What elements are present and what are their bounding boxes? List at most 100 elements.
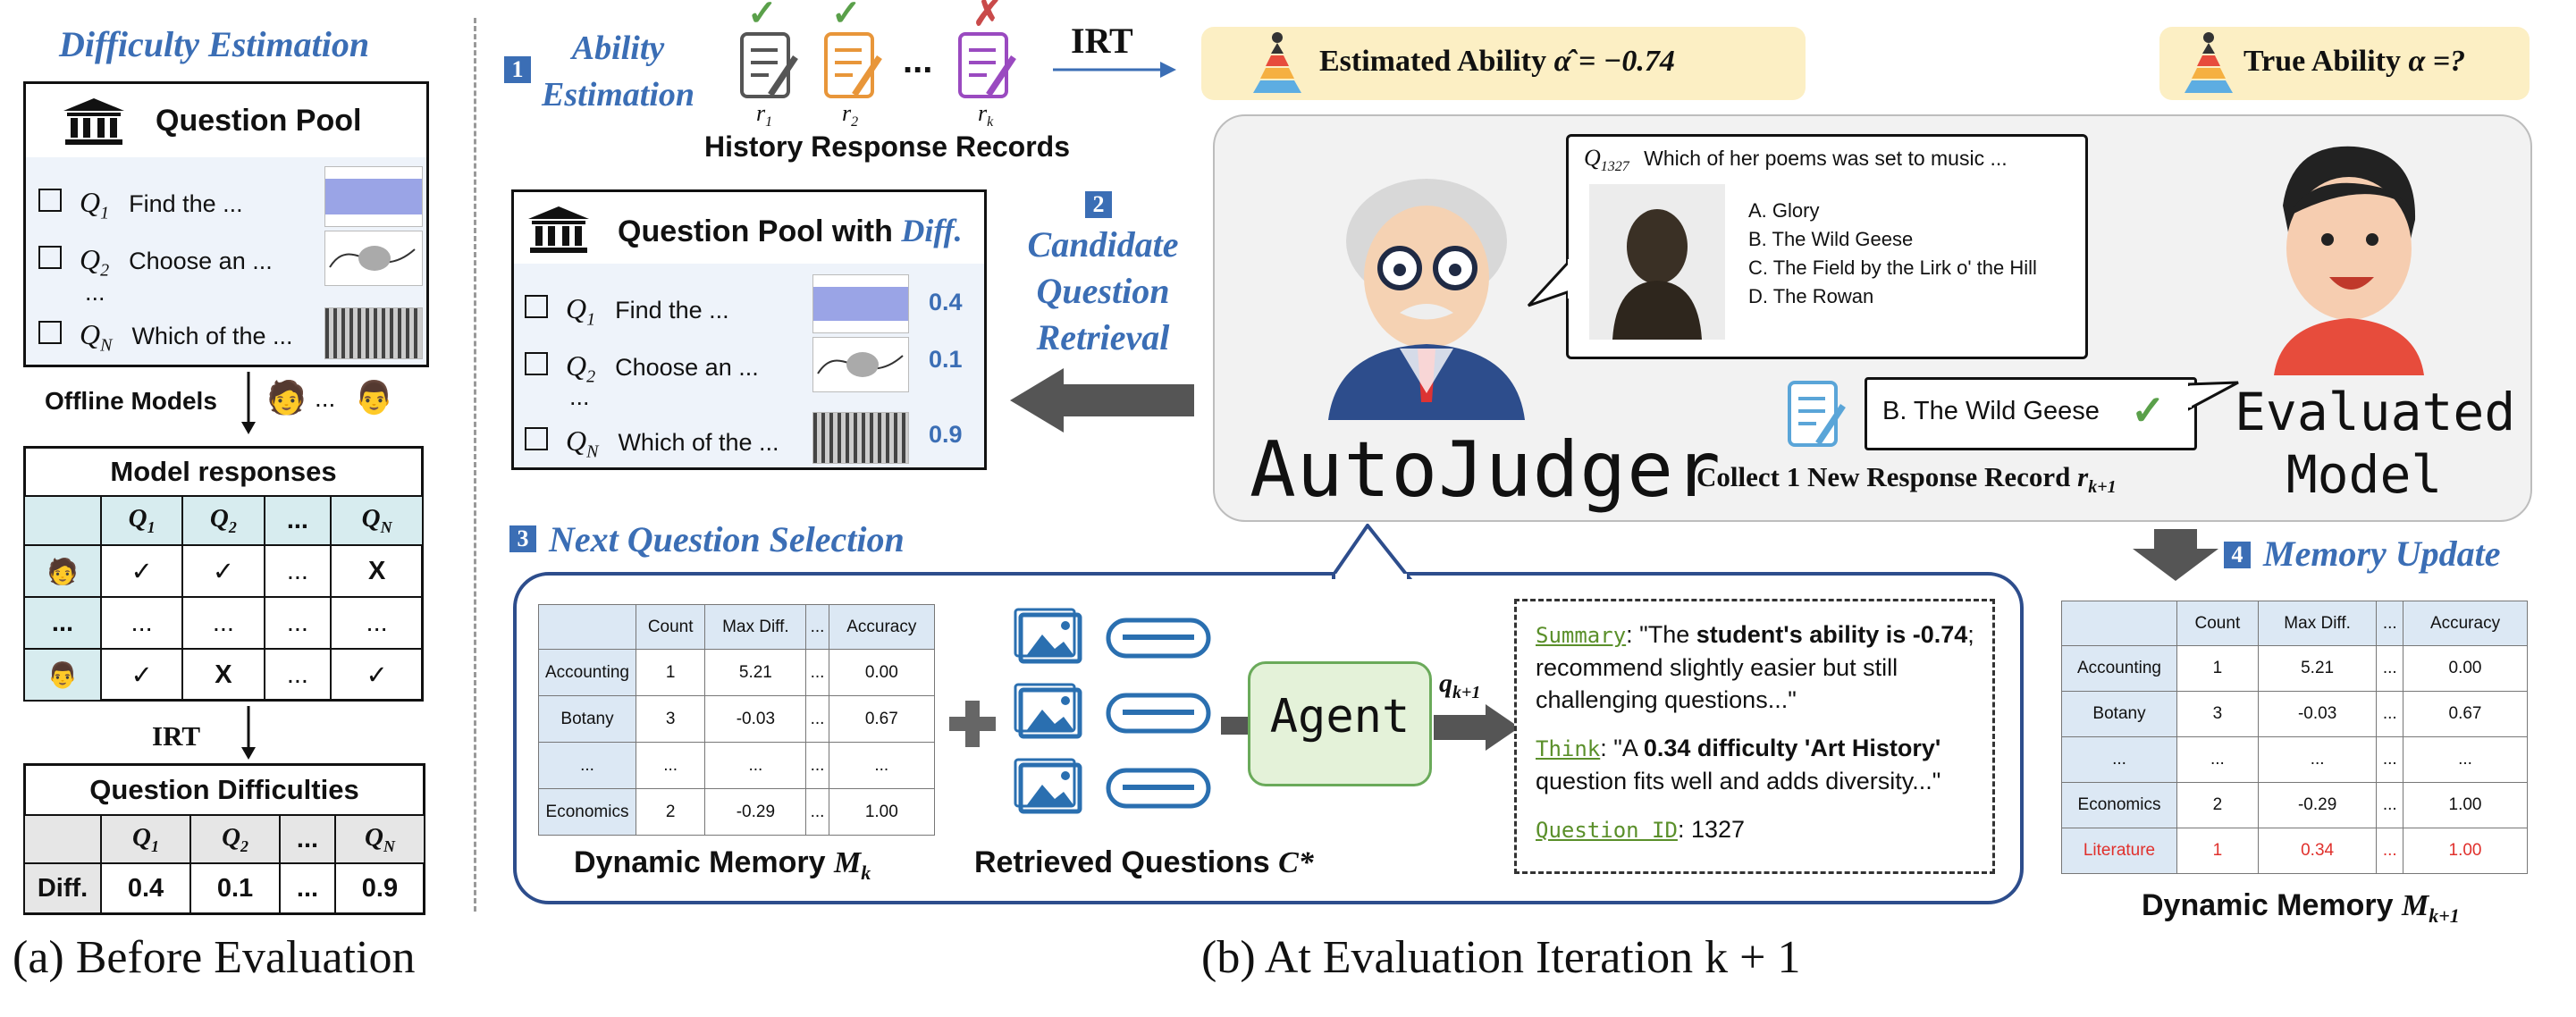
checkbox-icon xyxy=(38,321,62,344)
retrieval-arrow-icon xyxy=(1010,365,1198,441)
record-icon-3 xyxy=(956,30,1019,110)
collect-record-label: Collect 1 New Response Record rk+1 xyxy=(1696,461,2117,498)
model-responses-box: Model responses Q1 Q2 ... QN 🧑 ✓✓...X ..… xyxy=(23,446,424,702)
arrow-down-icon xyxy=(240,706,257,768)
answer-bubble xyxy=(1865,377,2197,450)
judger-avatar xyxy=(1310,161,1543,424)
step-2-badge: 2 xyxy=(1085,191,1112,218)
diff-value: 0.4 xyxy=(929,289,963,315)
checkbox-icon xyxy=(525,352,548,375)
bubble-question-text: Q1327 Which of her poems was set to musi… xyxy=(1584,145,2008,175)
estimated-ability-banner xyxy=(1201,27,1806,100)
check-icon: ✓ xyxy=(747,0,778,33)
robot-avatar-icon: 🧑 xyxy=(23,544,102,598)
record-label-1: r1 xyxy=(756,100,773,130)
question-id-line: Question ID: 1327 xyxy=(1536,816,1746,843)
question-pool-title: Question Pool xyxy=(156,104,362,138)
arrow-right-icon xyxy=(1434,704,1523,755)
agent-label: Agent xyxy=(1269,690,1410,744)
records-dots: ... xyxy=(903,41,933,80)
step-3-badge: 3 xyxy=(509,525,536,552)
check-icon: ✓ xyxy=(831,0,862,33)
responses-table: Q1 Q2 ... QN 🧑 ✓✓...X ... ............ 👨… xyxy=(23,495,424,702)
evaluated-model-avatar xyxy=(2256,134,2435,380)
summary-line: Summary: "The student's ability is -0.74… xyxy=(1536,621,1974,713)
plus-icon xyxy=(949,701,996,752)
caption-a: (a) Before Evaluation xyxy=(13,932,416,983)
updated-memory-label: Dynamic Memory Mk+1 xyxy=(2142,888,2460,927)
checkbox-icon xyxy=(38,246,62,269)
chart-thumbnail xyxy=(812,274,909,333)
bust-image xyxy=(1589,184,1725,340)
cross-icon: ✗ xyxy=(972,0,1003,33)
agent-output-box xyxy=(1514,599,1995,874)
bank-icon xyxy=(526,205,591,255)
pyramid-icon xyxy=(1250,30,1305,99)
bubble-options: A. Glory B. The Wild Geese C. The Field … xyxy=(1748,199,2037,307)
think-line: Think: "A 0.34 difficulty 'Art History' … xyxy=(1536,735,1941,794)
header-qn: QN xyxy=(330,495,424,546)
robot-avatar-icon: 👨 xyxy=(23,648,102,702)
irt-label-left: IRT xyxy=(152,720,201,752)
next-question-symbol: qk+1 xyxy=(1439,668,1481,702)
pool-diff-ellipsis: ... xyxy=(569,383,590,410)
diff-value: 0.9 xyxy=(929,421,963,448)
agent-box xyxy=(1248,661,1432,786)
curve-thumbnail xyxy=(324,231,423,286)
bank-icon xyxy=(62,97,126,147)
record-icon-2 xyxy=(822,30,885,110)
autojudger-label: AutoJudger xyxy=(1250,425,1722,515)
candidate-retrieval-title: Candidate Question Retrieval xyxy=(1027,224,1179,357)
record-icon-1 xyxy=(738,30,801,110)
diff-value: 0.1 xyxy=(929,346,963,373)
record-label-2: r2 xyxy=(842,100,859,130)
ability-estimation-title: Ability Estimation xyxy=(542,29,695,113)
true-ability-text: True Ability α =? xyxy=(2243,45,2466,78)
offline-models-label: Offline Models xyxy=(45,387,217,415)
bubble-tail xyxy=(1527,257,1573,335)
arrow-right-icon xyxy=(1221,715,1253,741)
robot-avatar-icon: 👨 xyxy=(354,379,394,416)
question-difficulties-box: Question Difficulties Q1 Q2 ... QN Diff.… xyxy=(23,763,426,915)
offline-dots: ... xyxy=(315,384,336,412)
answer-bubble-tail xyxy=(2186,379,2242,419)
retrieved-questions-label: Retrieved Questions C* xyxy=(974,845,1314,879)
step-4-badge: 4 xyxy=(2224,542,2251,568)
checkbox-icon xyxy=(525,427,548,450)
memory-update-title: Memory Update xyxy=(2263,534,2501,574)
evaluated-model-label: Evaluated Model xyxy=(2235,382,2516,505)
question-difficulties-title: Question Difficulties xyxy=(26,766,423,817)
section-divider xyxy=(474,18,476,912)
checkbox-icon xyxy=(525,295,548,318)
arrow-right-icon xyxy=(1053,59,1178,85)
header-q1: Q1 xyxy=(99,495,184,546)
model-responses-title: Model responses xyxy=(26,449,421,498)
retrieved-questions-icons xyxy=(1012,608,1226,827)
chart-thumbnail xyxy=(324,166,423,227)
caption-b: (b) At Evaluation Iteration k + 1 xyxy=(1201,932,1801,983)
selection-panel-tail xyxy=(1328,522,1413,584)
agent-output-text: Summary: "The student's ability is -0.74… xyxy=(1536,618,1979,846)
pool-diff-title: Question Pool with Diff. xyxy=(618,213,963,248)
header-q2: Q2 xyxy=(181,495,265,546)
step-1-badge: 1 xyxy=(504,56,531,83)
robot-avatar-icon: 🧑 xyxy=(266,379,307,416)
answer-text: B. The Wild Geese xyxy=(1882,397,2100,425)
difficulty-estimation-title: Difficulty Estimation xyxy=(59,24,370,64)
arrow-down-icon xyxy=(2131,529,2220,587)
dynamic-memory-label: Dynamic Memory Mk xyxy=(574,845,871,884)
checkbox-icon xyxy=(38,189,62,212)
irt-label: IRT xyxy=(1071,21,1133,61)
image-thumbnail xyxy=(324,307,423,359)
curve-thumbnail xyxy=(812,337,909,392)
